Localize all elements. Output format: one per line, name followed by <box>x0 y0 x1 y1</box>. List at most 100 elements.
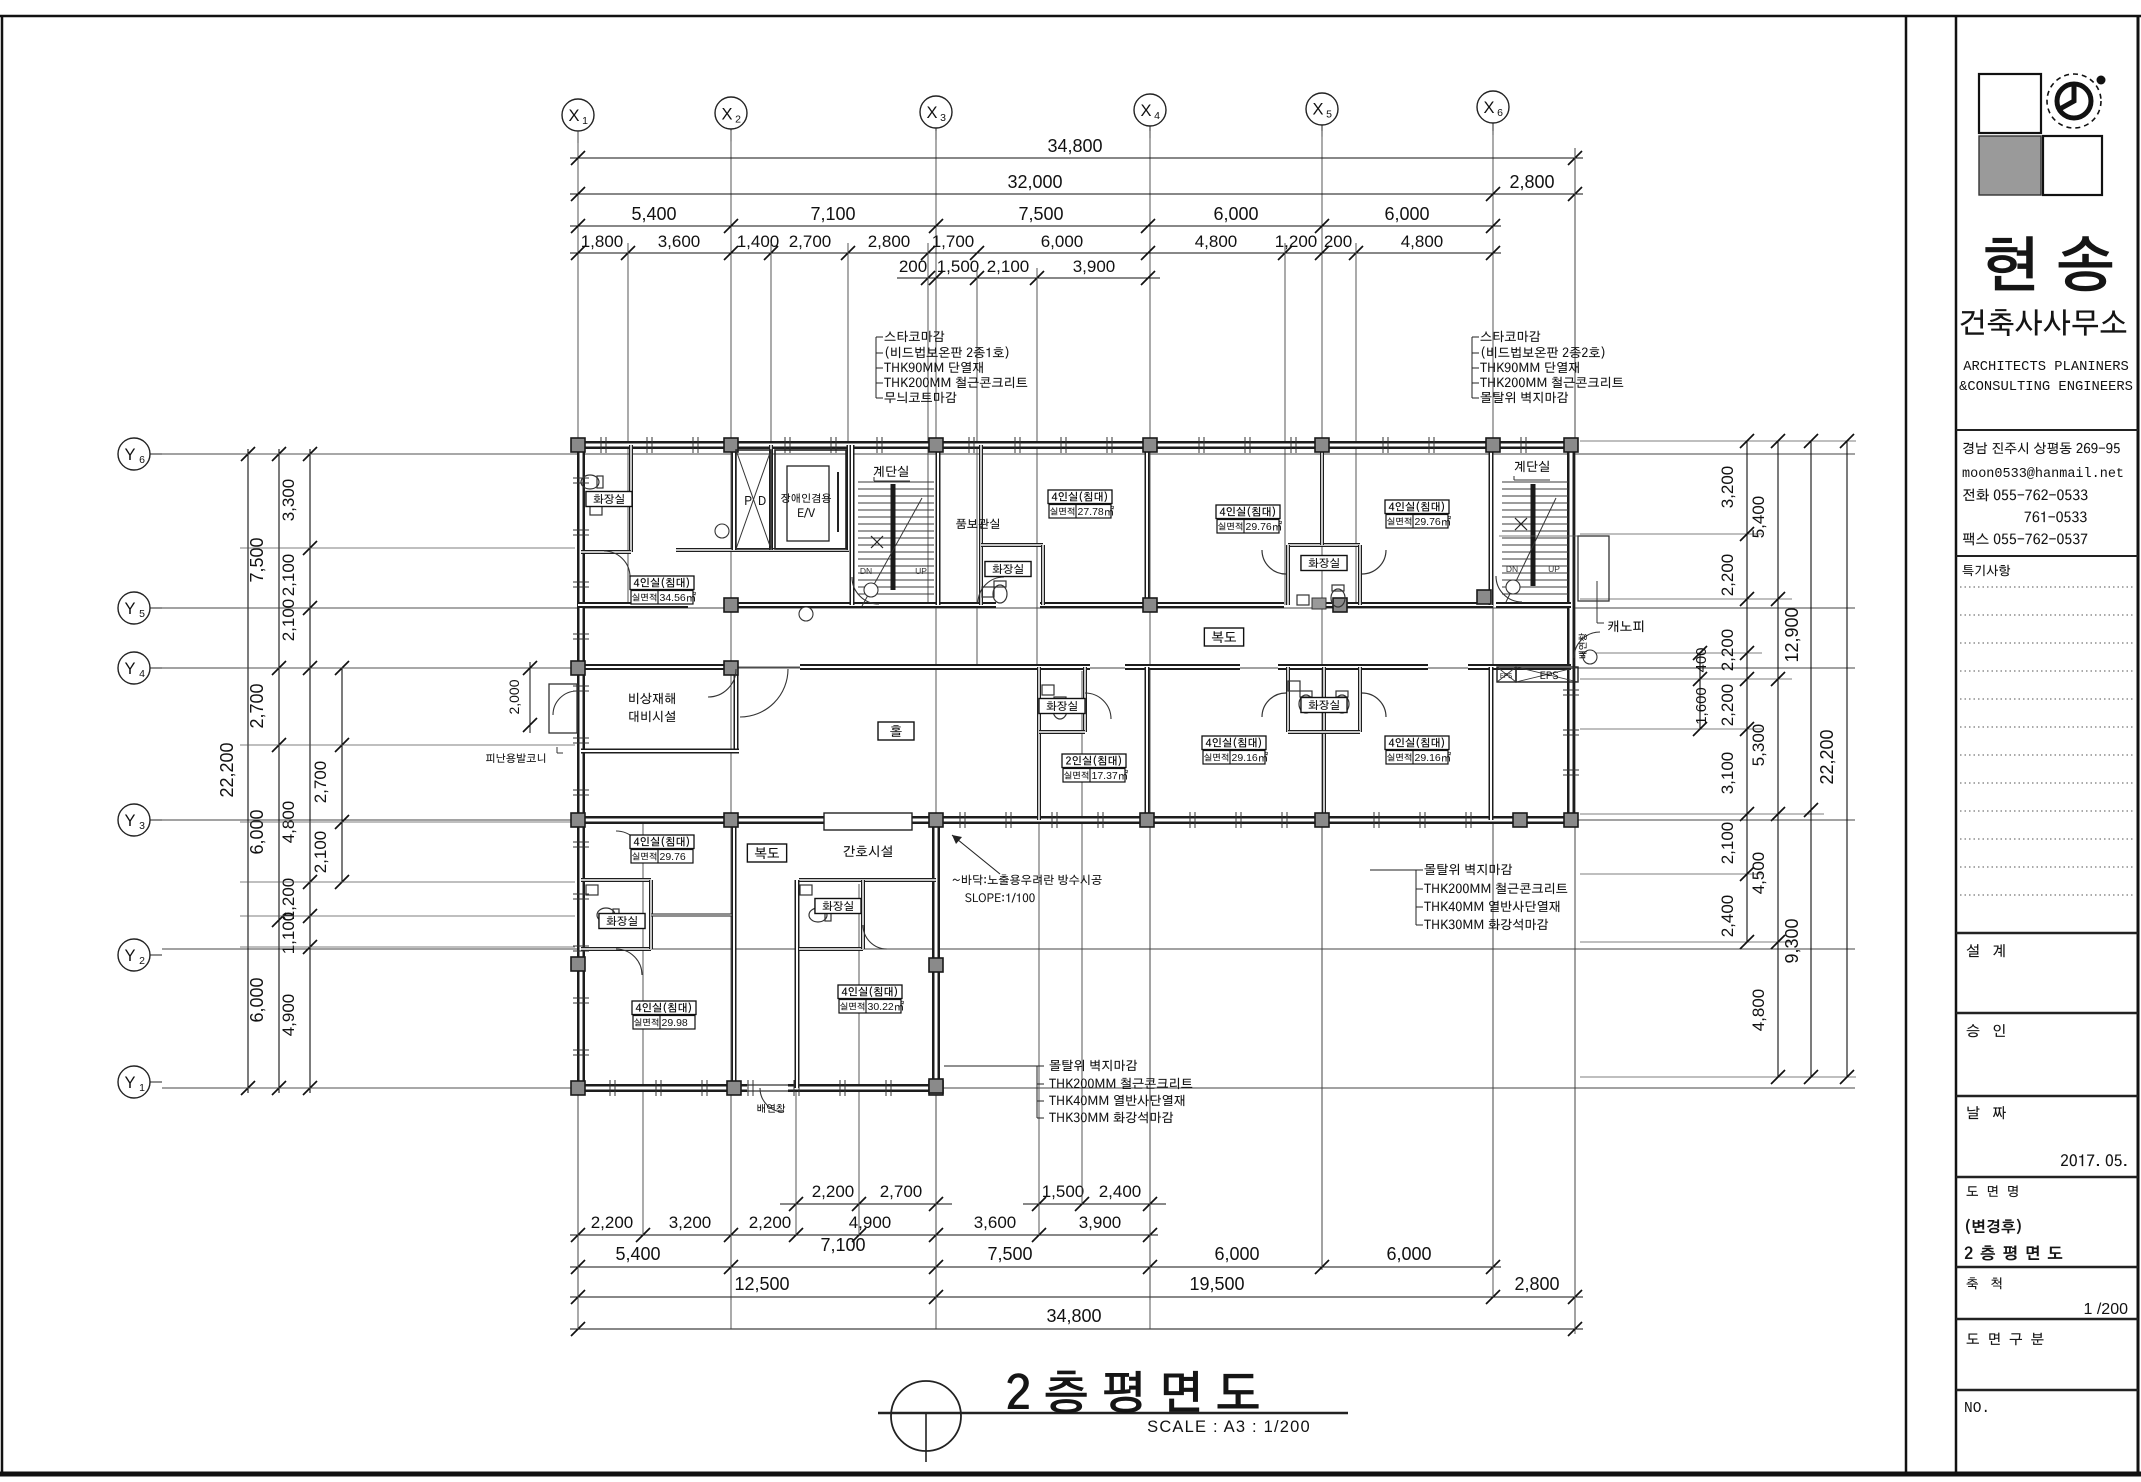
svg-text:7,500: 7,500 <box>987 1244 1032 1264</box>
svg-text:34,800: 34,800 <box>1047 136 1102 156</box>
svg-text:3,600: 3,600 <box>658 232 701 251</box>
svg-text:Y: Y <box>124 812 135 830</box>
svg-text:1,100: 1,100 <box>279 912 298 955</box>
svg-text:12,500: 12,500 <box>734 1274 789 1294</box>
svg-text:3: 3 <box>139 820 145 832</box>
svg-text:6,000: 6,000 <box>1041 232 1084 251</box>
svg-text:2,100: 2,100 <box>1718 822 1737 865</box>
svg-text:6: 6 <box>1497 107 1503 119</box>
svg-text:1,500: 1,500 <box>1042 1182 1085 1201</box>
svg-text:1,800: 1,800 <box>581 232 624 251</box>
svg-text:2,700: 2,700 <box>880 1182 923 1201</box>
svg-text:SCALE : A3 : 1/200: SCALE : A3 : 1/200 <box>1147 1418 1311 1436</box>
svg-text:22,200: 22,200 <box>217 742 237 797</box>
svg-text:1,200: 1,200 <box>279 878 298 921</box>
svg-text:ARCHITECTS PLANINERS: ARCHITECTS PLANINERS <box>1963 360 2129 375</box>
svg-text:2,000: 2,000 <box>506 679 522 714</box>
svg-text:2,100: 2,100 <box>279 554 298 597</box>
svg-text:X: X <box>721 105 732 123</box>
svg-text:29.76: 29.76 <box>660 851 686 863</box>
svg-text:400: 400 <box>1693 647 1710 672</box>
svg-text:4: 4 <box>1154 110 1160 122</box>
svg-text:2,800: 2,800 <box>1514 1274 1559 1294</box>
svg-text:29.76㎡: 29.76㎡ <box>1246 521 1283 533</box>
svg-text:3,900: 3,900 <box>1073 257 1116 276</box>
svg-text:2,800: 2,800 <box>1509 172 1554 192</box>
svg-text:1,600: 1,600 <box>1693 687 1710 725</box>
svg-text:29.16㎡: 29.16㎡ <box>1232 752 1269 764</box>
svg-text:6,000: 6,000 <box>247 809 267 854</box>
svg-text:Y: Y <box>124 660 135 678</box>
svg-text:X: X <box>1483 99 1494 117</box>
svg-text:2,100: 2,100 <box>987 257 1030 276</box>
svg-text:NO.: NO. <box>1964 1401 1990 1417</box>
svg-text:2,200: 2,200 <box>1718 684 1737 727</box>
svg-text:&CONSULTING ENGINEERS: &CONSULTING ENGINEERS <box>1959 380 2133 395</box>
svg-text:1,500: 1,500 <box>937 257 980 276</box>
svg-text:5,400: 5,400 <box>631 204 676 224</box>
svg-text:200: 200 <box>1324 232 1352 251</box>
svg-text:34,800: 34,800 <box>1046 1306 1101 1326</box>
svg-text:6,000: 6,000 <box>1213 204 1258 224</box>
svg-text:6,000: 6,000 <box>1384 204 1429 224</box>
svg-text:2,400: 2,400 <box>1718 895 1737 938</box>
svg-text:29.76㎡: 29.76㎡ <box>1415 516 1452 528</box>
svg-text:3,200: 3,200 <box>669 1213 712 1232</box>
svg-text:29.98: 29.98 <box>662 1017 688 1029</box>
svg-text:2,400: 2,400 <box>1099 1182 1142 1201</box>
svg-text:DN: DN <box>1506 564 1518 574</box>
svg-text:3,600: 3,600 <box>974 1213 1017 1232</box>
svg-text:UP: UP <box>1548 564 1560 574</box>
svg-text:200: 200 <box>899 257 927 276</box>
svg-text:6: 6 <box>139 454 145 466</box>
svg-text:1,200: 1,200 <box>1275 232 1318 251</box>
svg-text:2,100: 2,100 <box>311 831 330 874</box>
svg-text:4,900: 4,900 <box>279 994 298 1037</box>
svg-text:3,900: 3,900 <box>1079 1213 1122 1232</box>
svg-text:19,500: 19,500 <box>1189 1274 1244 1294</box>
svg-text:2,700: 2,700 <box>247 683 267 728</box>
svg-text:Y: Y <box>124 947 135 965</box>
svg-text:22,200: 22,200 <box>1817 729 1837 784</box>
svg-text:17.37㎡: 17.37㎡ <box>1092 770 1129 782</box>
svg-text:2,800: 2,800 <box>868 232 911 251</box>
svg-text:27.78㎡: 27.78㎡ <box>1078 506 1115 518</box>
svg-text:7,500: 7,500 <box>247 537 267 582</box>
svg-text:5,300: 5,300 <box>1749 724 1768 767</box>
svg-text:2,200: 2,200 <box>1718 554 1737 597</box>
svg-text:UP: UP <box>915 566 927 576</box>
svg-text:4,800: 4,800 <box>1749 989 1768 1032</box>
svg-text:30.22㎡: 30.22㎡ <box>868 1001 905 1013</box>
svg-text:7,500: 7,500 <box>1018 204 1063 224</box>
svg-text:4,800: 4,800 <box>1195 232 1238 251</box>
svg-text:12,900: 12,900 <box>1782 607 1802 662</box>
svg-text:X: X <box>1140 102 1151 120</box>
svg-text:2: 2 <box>139 955 145 967</box>
svg-text:6,000: 6,000 <box>1214 1244 1259 1264</box>
svg-text:6,000: 6,000 <box>1386 1244 1431 1264</box>
svg-text:1: 1 <box>582 115 588 127</box>
svg-text:5: 5 <box>1326 109 1332 121</box>
svg-text:1 /200: 1 /200 <box>2084 1301 2129 1318</box>
svg-text:3,200: 3,200 <box>1718 466 1737 509</box>
svg-text:3: 3 <box>940 112 946 124</box>
svg-text:4: 4 <box>139 668 145 680</box>
svg-text:2,700: 2,700 <box>311 761 330 804</box>
svg-text:2: 2 <box>735 113 741 125</box>
svg-text:2,200: 2,200 <box>749 1213 792 1232</box>
svg-text:DN: DN <box>860 566 872 576</box>
svg-text:5,400: 5,400 <box>615 1244 660 1264</box>
svg-text:29.16㎡: 29.16㎡ <box>1415 752 1452 764</box>
svg-text:32,000: 32,000 <box>1007 172 1062 192</box>
svg-text:5: 5 <box>139 608 145 620</box>
svg-text:5,400: 5,400 <box>1749 496 1768 539</box>
svg-text:Y: Y <box>124 600 135 618</box>
svg-text:34.56㎡: 34.56㎡ <box>660 592 697 604</box>
svg-text:3,100: 3,100 <box>1718 752 1737 795</box>
svg-text:2,200: 2,200 <box>591 1213 634 1232</box>
svg-text:Y: Y <box>124 446 135 464</box>
svg-text:4,500: 4,500 <box>1749 852 1768 895</box>
svg-text:moon0533@hanmail.net: moon0533@hanmail.net <box>1962 467 2124 482</box>
svg-text:3,300: 3,300 <box>279 479 298 522</box>
svg-text:7,100: 7,100 <box>820 1235 865 1255</box>
